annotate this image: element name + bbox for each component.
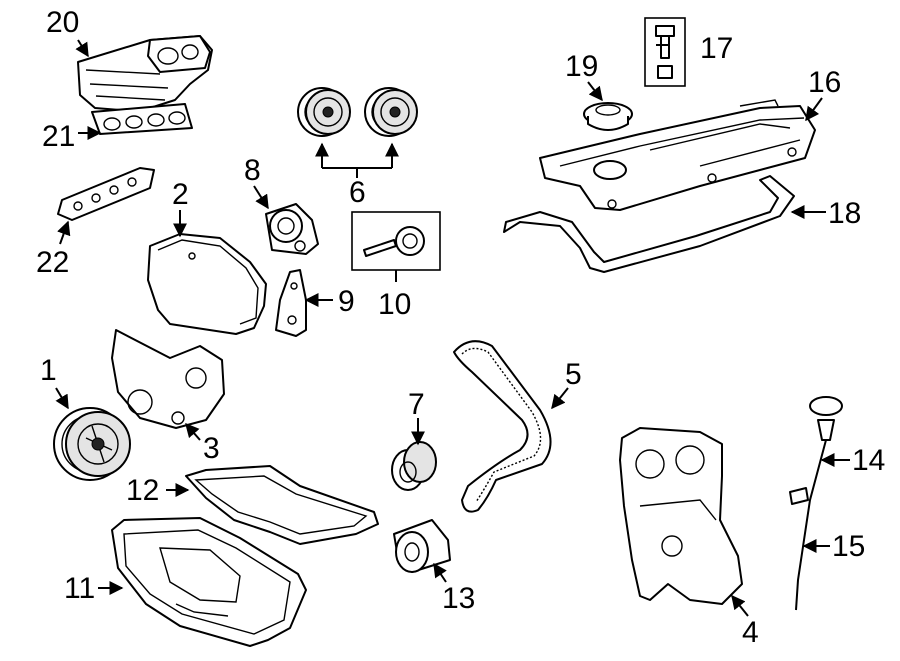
- callout-8: 8: [244, 154, 261, 187]
- callout-19: 19: [565, 50, 598, 83]
- oil-pan-gasket: [185, 465, 379, 545]
- callout-9: 9: [338, 285, 355, 318]
- valve-cover: [539, 99, 816, 211]
- callout-17: 17: [700, 32, 733, 65]
- oil-pump-housing: [111, 329, 225, 429]
- callout-12: 12: [126, 474, 159, 507]
- idler-pulley-kit: [351, 211, 441, 271]
- callout-4: 4: [742, 616, 759, 649]
- callout-7: 7: [408, 388, 425, 421]
- crankshaft-pulley: [53, 407, 131, 481]
- callout-18: 18: [828, 197, 861, 230]
- leader-arrows: [55, 39, 850, 617]
- callout-16: 16: [808, 66, 841, 99]
- manifold-gasket: [57, 167, 155, 221]
- rear-timing-cover: [619, 427, 743, 605]
- tensioner-bracket: [275, 269, 307, 337]
- callout-6: 6: [349, 176, 366, 209]
- callout-22: 22: [36, 246, 69, 279]
- callout-13: 13: [442, 582, 475, 615]
- timing-belt-tensioner: [265, 203, 319, 255]
- callout-21: 21: [42, 120, 75, 153]
- upper-timing-cover: [147, 233, 267, 335]
- callout-14: 14: [852, 444, 885, 477]
- callout-5: 5: [565, 358, 582, 391]
- callout-2: 2: [172, 178, 189, 211]
- timing-belt: [453, 340, 552, 513]
- callout-3: 3: [203, 432, 220, 465]
- callout-15: 15: [832, 530, 865, 563]
- camshaft-sprockets: [297, 87, 418, 137]
- valve-cover-gasket: [503, 175, 795, 273]
- callout-labels: 20 21 22 2 8 9 6 10 17 19 16 18 1 3 5 7 …: [36, 6, 885, 649]
- callout-20: 20: [46, 6, 79, 39]
- oil-dipstick: [789, 396, 843, 611]
- oil-filler-cap: [583, 102, 633, 131]
- oil-filter: [393, 519, 451, 573]
- callout-11: 11: [64, 572, 95, 605]
- cover-bolt-kit: [644, 17, 686, 87]
- callout-1: 1: [40, 354, 57, 387]
- callout-10: 10: [378, 288, 411, 321]
- crankshaft-sprocket: [391, 441, 437, 491]
- oil-pan: [111, 517, 307, 647]
- intake-manifold: [77, 35, 213, 135]
